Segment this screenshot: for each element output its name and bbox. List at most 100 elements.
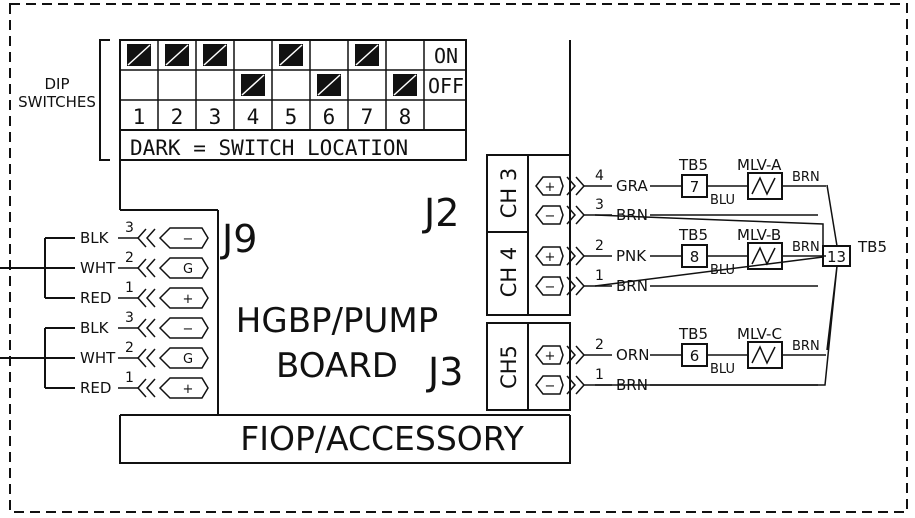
dip-legend: DARK = SWITCH LOCATION — [130, 136, 408, 160]
j9-pin-contact — [136, 348, 156, 368]
j9-pin-contact — [136, 228, 156, 248]
dip-switch-number: 3 — [209, 105, 222, 129]
valve-terminal-number: 6 — [690, 347, 700, 365]
j2-label: J2 — [422, 191, 459, 235]
j9-pin-sign: G — [183, 352, 193, 367]
valve-terminal-number: 8 — [690, 248, 700, 266]
valve-coil — [747, 172, 783, 200]
j9-pin-terminal — [158, 227, 209, 249]
right-pin-sign: + — [545, 349, 556, 364]
dip-switch-marker-slash — [241, 74, 265, 96]
j9-pin-number: 2 — [125, 340, 134, 356]
j9-pin-number: 3 — [125, 310, 134, 326]
right-pin-number: 2 — [595, 337, 604, 353]
valve-in-wire-label: BLU — [710, 193, 735, 208]
j9-pin-number: 1 — [125, 370, 134, 386]
j9-pin-contact — [136, 318, 156, 338]
valve-label: MLV-A — [737, 156, 782, 174]
right-wire-color-label: BRN — [616, 277, 648, 295]
dip-title-line2: SWITCHES — [18, 93, 96, 111]
right-wire-color-label: PNK — [616, 247, 647, 265]
right-pin-sign: − — [545, 379, 556, 394]
channel-label-ch5: CH5 — [497, 345, 521, 389]
right-pin-number: 1 — [595, 268, 604, 284]
right-wire-color-label: BRN — [616, 206, 648, 224]
j9-pin-terminal — [158, 347, 209, 369]
valve-out-wire-label: BRN — [792, 170, 820, 185]
j9-pin-terminal — [158, 377, 209, 399]
j9-pin-sign: + — [183, 292, 194, 307]
right-pin-terminal — [535, 205, 564, 225]
j9-pin-terminal — [158, 317, 209, 339]
j9-housing — [120, 209, 218, 416]
right-pin-terminal — [535, 375, 564, 395]
dip-on-label: ON — [434, 44, 458, 68]
j9-pin-sign: G — [183, 262, 193, 277]
dip-bracket — [99, 39, 110, 161]
right-pin-number: 4 — [595, 168, 604, 184]
right-pin-terminal — [535, 276, 564, 296]
valve-label: MLV-B — [737, 226, 781, 244]
right-wire-color-label: GRA — [616, 177, 648, 195]
right-pin-number: 3 — [595, 197, 604, 213]
dip-switch-number: 7 — [361, 105, 374, 129]
outer-dashed-border — [9, 3, 908, 513]
j9-pin-terminal — [158, 257, 209, 279]
j3-label: J3 — [426, 350, 463, 394]
j9-pin-sign: − — [183, 322, 194, 337]
valve-tb-label: TB5 — [678, 325, 708, 343]
j9-pin-terminal — [158, 287, 209, 309]
dip-switch-marker-slash — [165, 44, 189, 66]
common-terminal-number: 13 — [827, 248, 846, 266]
j9-pin-number: 2 — [125, 250, 134, 266]
valve-out-wire-label: BRN — [792, 339, 820, 354]
right-pin-number: 1 — [595, 367, 604, 383]
valve-label: MLV-C — [737, 325, 782, 343]
left-wire-bundle-lower — [0, 327, 75, 389]
right-pin-number: 2 — [595, 238, 604, 254]
dip-switch-marker-slash — [317, 74, 341, 96]
dip-switch-number: 2 — [171, 105, 184, 129]
right-pin-terminal — [535, 345, 564, 365]
right-pin-sign: + — [545, 180, 556, 195]
channel-label-ch3: CH 3 — [497, 168, 521, 219]
j9-wire-color-label: BLK — [80, 319, 110, 337]
j9-label: J9 — [220, 217, 257, 261]
right-pin-sign: − — [545, 209, 556, 224]
valve-tb-label: TB5 — [678, 226, 708, 244]
dip-switch-number: 6 — [323, 105, 336, 129]
right-wire-color-label: ORN — [616, 346, 649, 364]
dip-switch-number: 1 — [133, 105, 146, 129]
dip-switch-number: 4 — [247, 105, 260, 129]
j9-pin-contact — [136, 288, 156, 308]
valve-coil-symbol — [751, 176, 776, 196]
dip-switch-number: 5 — [285, 105, 298, 129]
j9-wire-color-label: RED — [80, 289, 111, 307]
right-pin-terminal — [535, 176, 564, 196]
valve-coil — [747, 341, 783, 369]
j9-pin-sign: + — [183, 382, 194, 397]
valve-out-wire-label: BRN — [792, 240, 820, 255]
right-pin-sign: + — [545, 250, 556, 265]
valve-tb-label: TB5 — [678, 156, 708, 174]
common-tb-label: TB5 — [857, 238, 887, 256]
j9-pin-number: 1 — [125, 280, 134, 296]
valve-coil-symbol — [751, 246, 776, 266]
j2-housing — [486, 154, 571, 316]
j9-pin-contact — [136, 378, 156, 398]
j9-wire-color-label: WHT — [80, 349, 116, 367]
board-footer-label: FIOP/ACCESSORY — [240, 419, 524, 458]
j9-wire-color-label: WHT — [80, 259, 116, 277]
j9-pin-contact — [136, 258, 156, 278]
dip-switch-marker-slash — [127, 44, 151, 66]
right-pin-sign: − — [545, 280, 556, 295]
common-return-wires — [594, 184, 838, 386]
valve-coil-symbol — [751, 345, 776, 365]
channel-label-ch4: CH 4 — [497, 247, 521, 298]
j9-pin-sign: − — [183, 232, 194, 247]
board-title-line1: HGBP/PUMP — [236, 301, 438, 341]
dip-switch-marker-slash — [203, 44, 227, 66]
j3-housing — [486, 322, 571, 411]
